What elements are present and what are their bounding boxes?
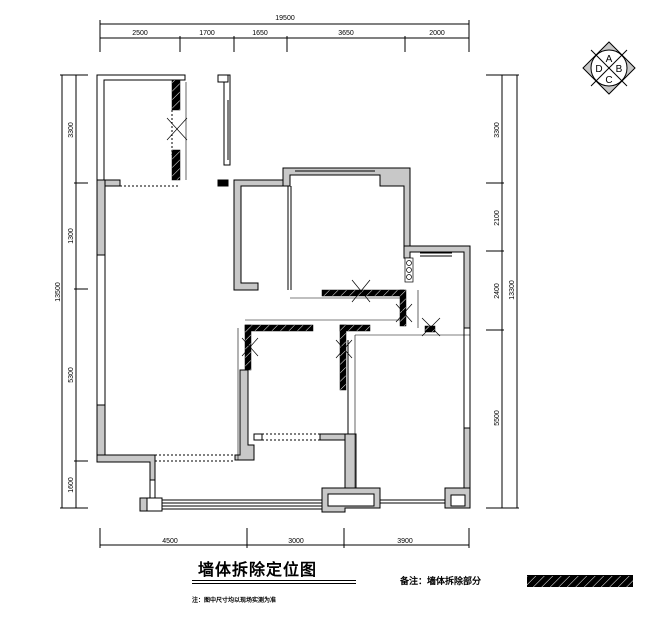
compass-letter-d: D (595, 64, 602, 75)
demolition-x-marks (166, 117, 441, 359)
demolish-room2-left-wall (339, 324, 347, 391)
bottom-dimension-3: 3900 (397, 538, 413, 545)
drawing-subnote: 注：图中尺寸均以现场实测为准 (192, 597, 277, 604)
right-dimension-3: 2400 (494, 283, 501, 299)
right-total-dimension: 13300 (509, 280, 516, 300)
demolish-balcony-wall-top (171, 79, 181, 111)
bottom-dimension-1: 4500 (162, 538, 178, 545)
top-dimension-4: 3650 (338, 30, 354, 37)
demolish-legend-swatch (527, 575, 633, 587)
bottom-dimension-2: 3000 (288, 538, 304, 545)
top-dimension-5: 2000 (429, 30, 445, 37)
bottom-dimension-chain (99, 528, 470, 548)
opening-dotted-lines (120, 110, 320, 462)
left-dimension-4: 1600 (68, 477, 75, 493)
title-underline-2 (192, 583, 356, 584)
top-total-dimension: 19500 (275, 15, 295, 22)
legend-label: 备注：墙体拆除部分 (400, 577, 482, 587)
compass-letter-c: C (605, 75, 612, 86)
demolish-room-top-wall (244, 324, 314, 332)
local-dimension-lines (185, 82, 470, 488)
drawing-title: 墙体拆除定位图 (198, 560, 318, 579)
right-dimension-4: 5500 (494, 410, 501, 426)
left-dimension-2: 1300 (68, 228, 75, 244)
title-underline (192, 580, 356, 581)
right-dimension-2: 2100 (494, 210, 501, 226)
demolish-balcony-wall-bottom (171, 149, 181, 181)
left-dimension-3: 5300 (68, 367, 75, 383)
right-dimension-1: 3300 (494, 122, 501, 138)
top-dimension-1: 2500 (132, 30, 148, 37)
existing-walls (96, 74, 471, 513)
compass-letter-b: B (616, 64, 623, 75)
demolish-kitchen-corner (399, 289, 407, 327)
right-dimension-chain (486, 74, 519, 509)
orientation-compass-icon: A B C D (582, 41, 636, 95)
demolished-walls (171, 79, 436, 391)
top-dimension-chain (99, 20, 470, 52)
left-total-dimension: 13500 (55, 282, 62, 302)
stove-burners-icon (404, 257, 414, 283)
top-dimension-3: 1650 (252, 30, 268, 37)
compass-letter-a: A (606, 54, 613, 65)
top-dimension-2: 1700 (199, 30, 215, 37)
left-dimension-1: 3300 (68, 122, 75, 138)
demolish-room-left-wall (244, 324, 252, 371)
left-dimension-chain (60, 74, 88, 509)
interior-thin-lines (227, 100, 452, 434)
